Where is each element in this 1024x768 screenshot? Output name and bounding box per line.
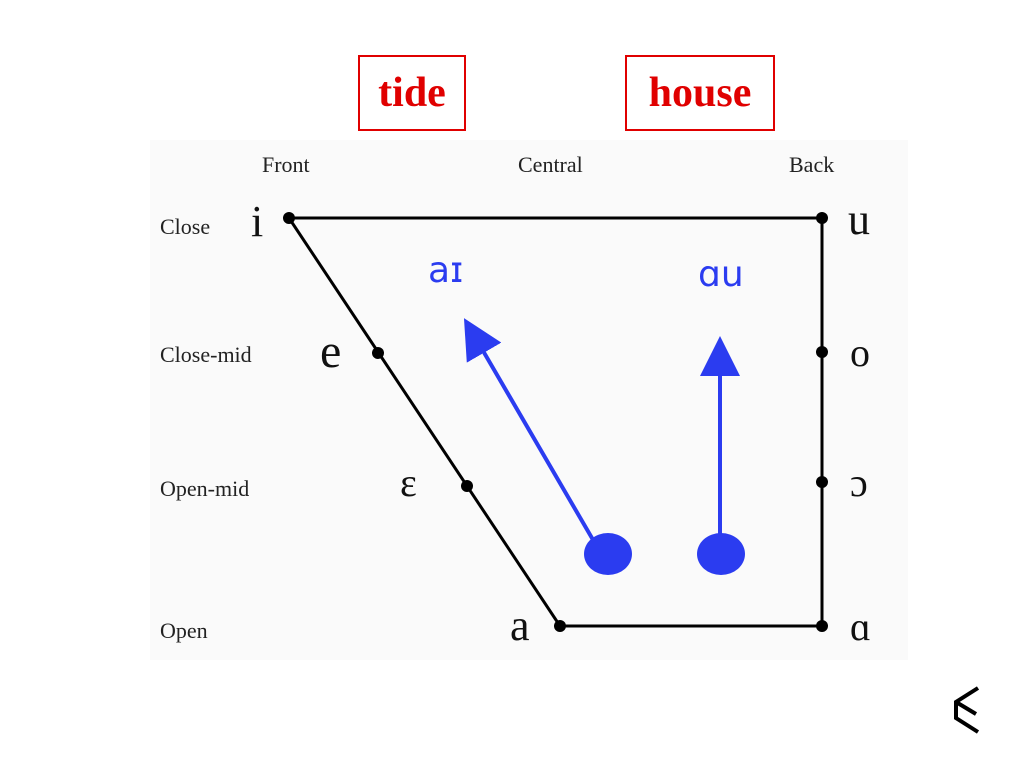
vowel-u: u	[848, 195, 870, 244]
diphthong-au-start-dot	[697, 533, 745, 575]
column-central: Central	[518, 152, 583, 177]
dot-i	[283, 212, 295, 224]
return-arrow-icon[interactable]	[948, 684, 984, 736]
vowel-chart-panel	[150, 140, 908, 660]
dot-o	[816, 346, 828, 358]
front-edge-line	[287, 217, 562, 627]
dot-epsilon	[461, 480, 473, 492]
vowel-open-o: ɔ	[850, 460, 868, 505]
dot-a	[554, 620, 566, 632]
diphthong-au-label: ɑu	[698, 254, 744, 295]
diphthong-ai-start-dot	[584, 533, 632, 575]
house-label: house	[648, 70, 752, 116]
dot-open-o	[816, 476, 828, 488]
dot-e	[372, 347, 384, 359]
dot-u	[816, 212, 828, 224]
tide-label-box: tide	[358, 55, 466, 131]
tide-label: tide	[378, 70, 446, 116]
row-close: Close	[160, 214, 210, 239]
column-back: Back	[789, 152, 834, 177]
dot-alpha	[816, 620, 828, 632]
diphthong-ai-label: aɪ	[428, 250, 463, 291]
row-open-mid: Open-mid	[160, 476, 249, 501]
row-open: Open	[160, 618, 208, 643]
vowel-i: i	[251, 197, 263, 246]
house-label-box: house	[625, 55, 775, 131]
row-close-mid: Close-mid	[160, 342, 252, 367]
vowel-o: o	[850, 330, 870, 375]
column-front: Front	[262, 152, 310, 177]
vowel-a: a	[510, 601, 530, 650]
diphthong-ai-arrow	[463, 318, 598, 547]
vowel-epsilon: ɛ	[400, 460, 417, 505]
vowel-e: e	[320, 325, 341, 378]
vowel-alpha: ɑ	[850, 604, 871, 649]
